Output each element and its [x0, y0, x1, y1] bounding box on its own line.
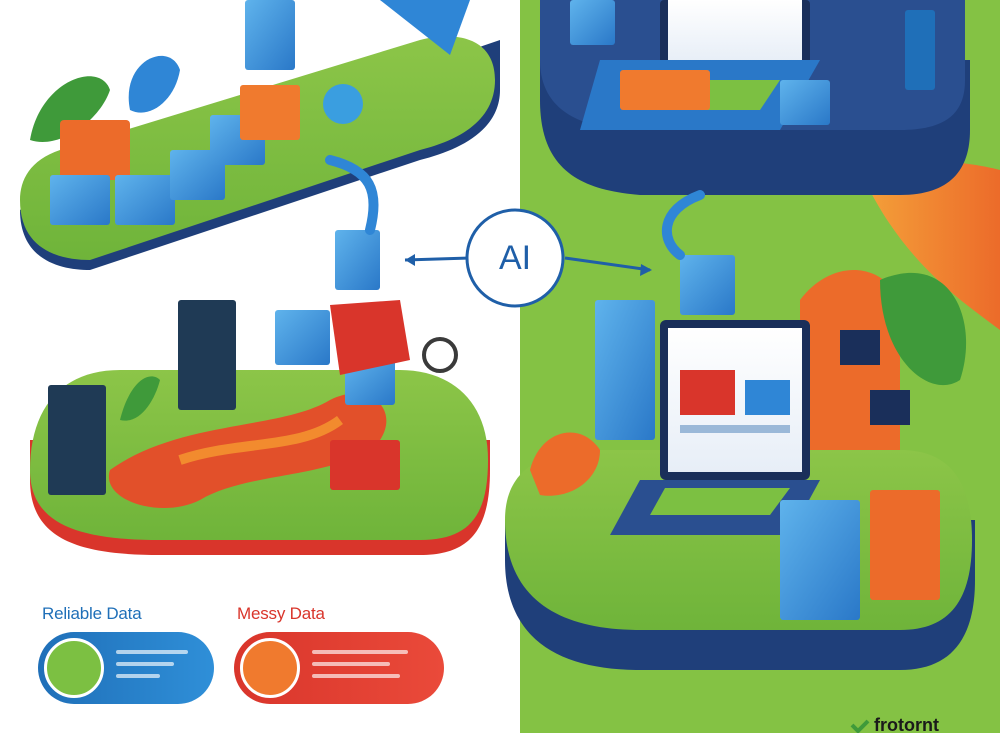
reliable-data-label: Reliable Data: [42, 604, 142, 623]
brand-name: frotornt: [874, 715, 939, 735]
messy-data-label: Messy Data: [237, 604, 325, 623]
reliable-data-pill: [38, 632, 214, 704]
leaf-badge-icon: [44, 638, 104, 698]
ai-hub-label: AI: [498, 239, 532, 277]
messy-platform: [30, 230, 490, 555]
messy-data-pill: [234, 632, 444, 704]
reliable-placeholder-text: [116, 650, 188, 686]
brand-check-icon: [850, 719, 870, 733]
messy-placeholder-text: [312, 650, 408, 686]
fire-badge-icon: [240, 638, 300, 698]
bottom-right-platform: [505, 255, 975, 670]
connectors: [325, 155, 705, 276]
top-right-platform: [540, 0, 970, 195]
ai-hub: [465, 208, 565, 308]
top-left-platform: [20, 0, 500, 270]
